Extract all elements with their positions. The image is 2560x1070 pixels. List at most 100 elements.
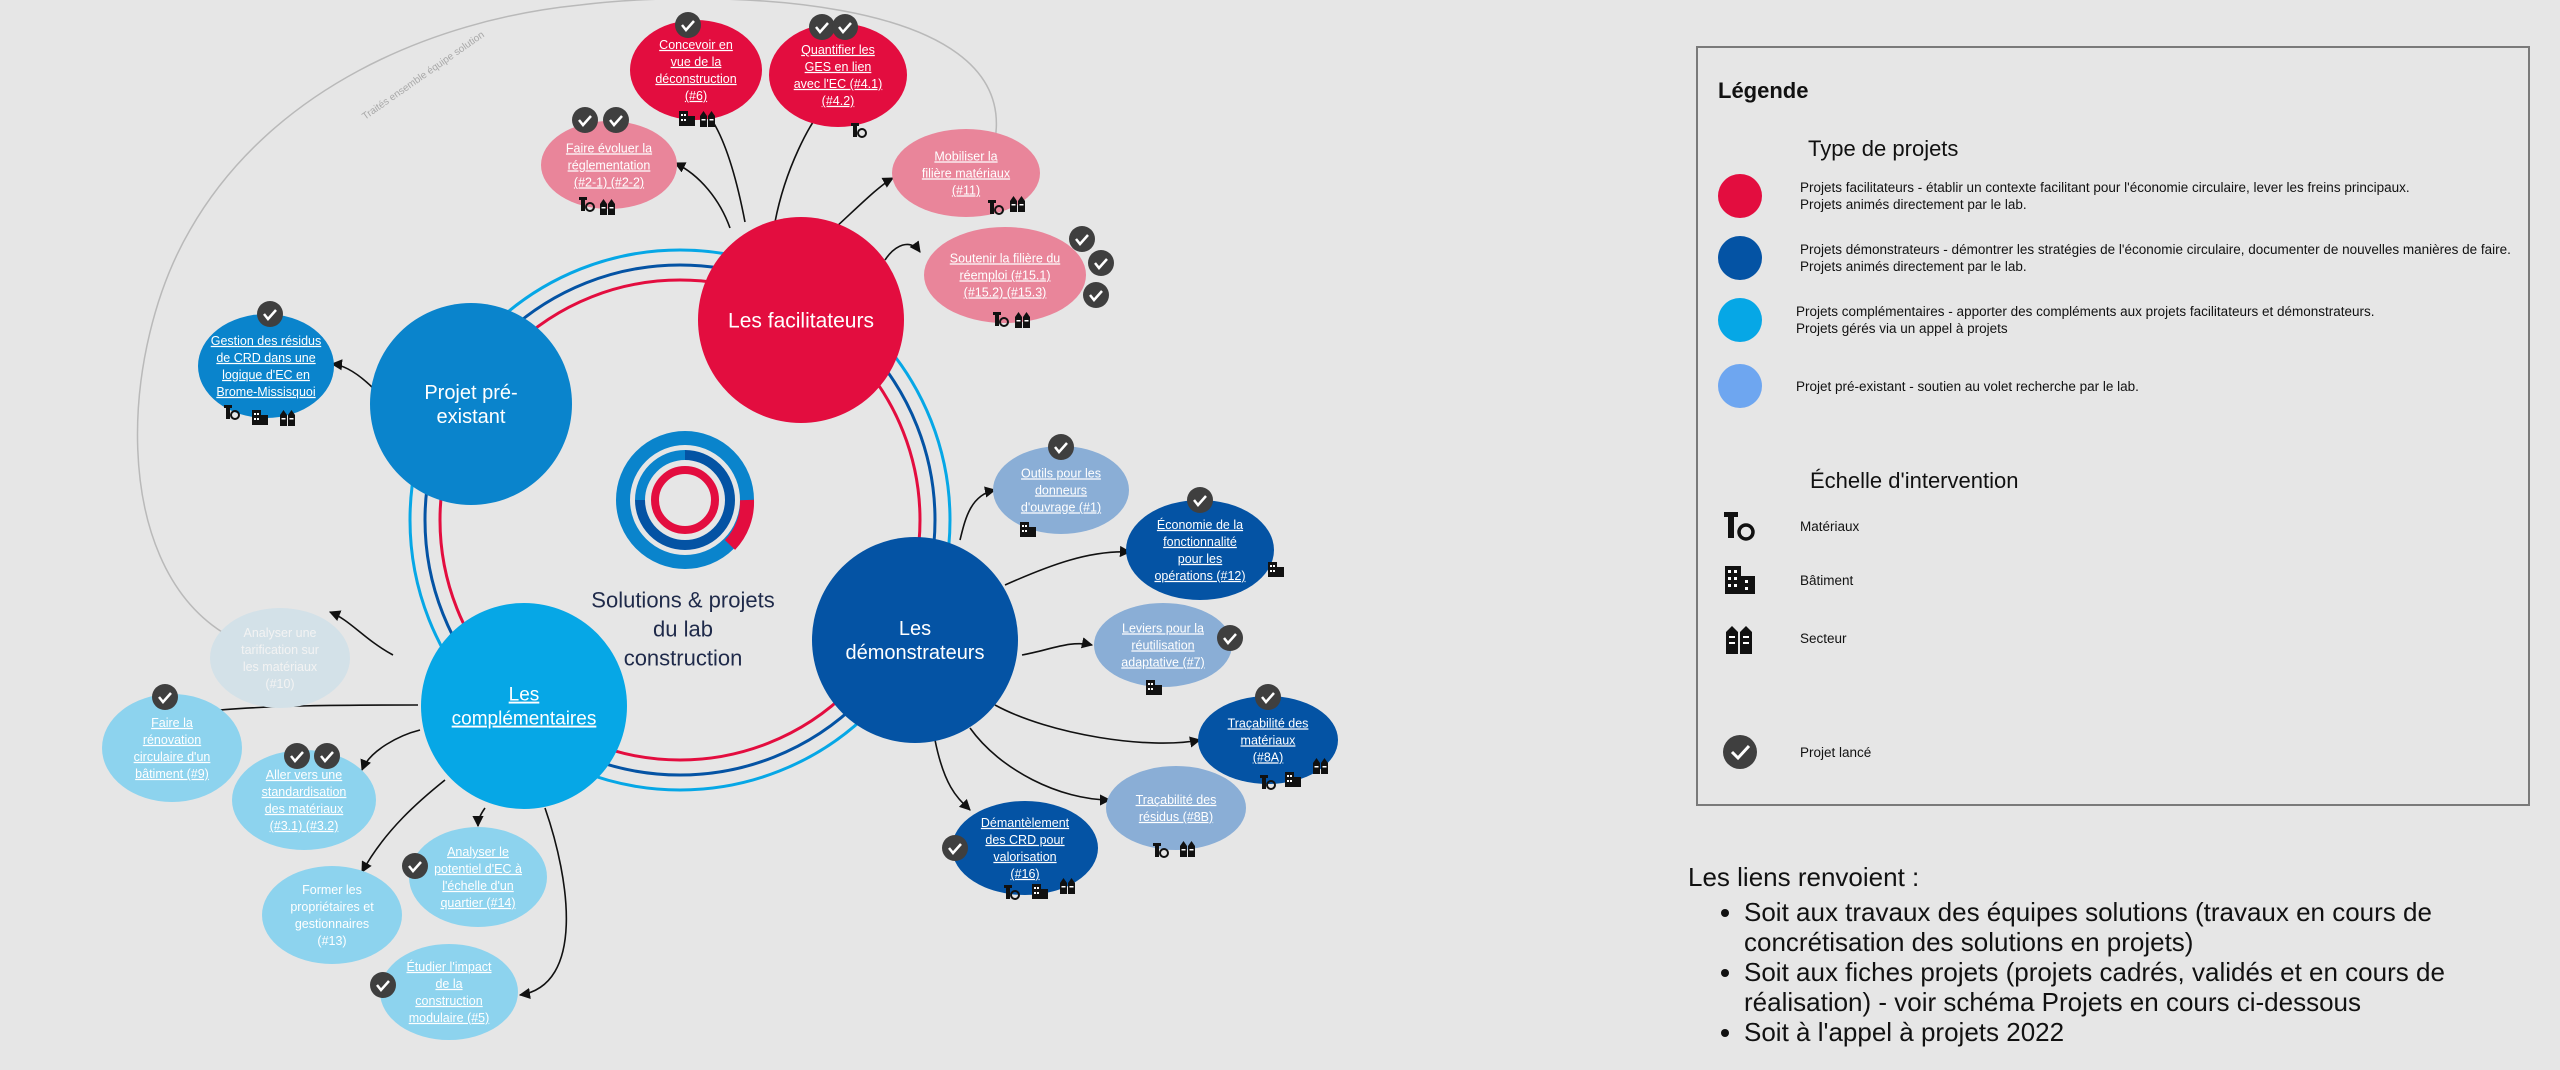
project-label: de CRD dans une [216, 351, 315, 365]
project-label: (#8A) [1253, 750, 1284, 764]
project-label: vue de la [671, 55, 722, 69]
check-icon [152, 684, 178, 710]
hub-circle [370, 303, 572, 505]
links-note-item: Soit aux fiches projets (projets cadrés,… [1744, 957, 2548, 1017]
materials-icon [579, 197, 595, 212]
project-label: fonctionnalité [1163, 535, 1237, 549]
building-icon [1268, 562, 1284, 577]
legend: Légende Type de projets Projets facilita… [1696, 46, 2530, 806]
project-label: (#13) [317, 934, 346, 948]
project-label: Aller vers une [266, 768, 342, 782]
project-bubble [952, 801, 1098, 895]
project-label: Traçabilité des [1228, 716, 1309, 730]
team-solution-arc [136, 0, 998, 633]
check-icon [675, 12, 701, 38]
legend-launched: Projet lancé [1718, 730, 1871, 774]
project-label: (#15.2) (#15.3) [964, 285, 1047, 299]
hub-preexistant[interactable]: Projet pré-existant [370, 303, 572, 505]
project-bubble [630, 20, 762, 120]
links-note-item: Soit à l'appel à projets 2022 [1744, 1017, 2548, 1047]
project-label: Brome-Missisquoi [216, 385, 315, 399]
legend-launched-label: Projet lancé [1800, 744, 1872, 760]
facilitateur-swatch [1718, 174, 1762, 218]
project-bubble [924, 227, 1086, 323]
projects-diagram: Traités ensemble équipe solution Les fac… [102, 0, 1338, 1040]
hub-facilitateurs[interactable]: Les facilitateurs [698, 217, 904, 423]
materials-icon [1153, 843, 1169, 858]
project-label: déconstruction [655, 72, 736, 86]
project-label: réglementation [568, 158, 651, 172]
hub-label: complémentaires [452, 709, 597, 730]
check-icon [603, 107, 629, 133]
hub-label: existant [437, 406, 506, 428]
project-bubble [1126, 500, 1274, 600]
legend-scale-sector: Secteur [1718, 616, 1847, 660]
sector-icon [700, 111, 715, 127]
project-label: rénovation [143, 733, 201, 747]
project-label: (#11) [952, 183, 980, 197]
project-label: d'ouvrage (#1) [1021, 500, 1101, 514]
check-icon [402, 853, 428, 879]
project-label: Faire la [151, 716, 193, 730]
project-label: des CRD pour [985, 833, 1064, 847]
project-label: Mobiliser la [934, 149, 997, 163]
legend-type-desc: Projets démonstrateurs - démontrer les s… [1800, 242, 2511, 257]
project-label: Analyser une [244, 626, 317, 640]
project-label: (#4.2) [822, 94, 855, 108]
project-label: opérations (#12) [1154, 569, 1245, 583]
project-label: GES en lien [805, 60, 872, 74]
rings [408, 248, 952, 792]
links-note-title: Les liens renvoient : [1688, 862, 1920, 892]
hub-circle [698, 217, 904, 423]
project-label: (#10) [265, 677, 294, 691]
project-label: les matériaux [243, 660, 318, 674]
project-label: Démantèlement [981, 816, 1070, 830]
check-icon [370, 972, 396, 998]
sector-icon [1718, 616, 1762, 660]
project-bubble [1106, 766, 1246, 850]
legend-scale-building: Bâtiment [1718, 558, 1853, 602]
building-icon [1032, 884, 1048, 899]
project-label: Soutenir la filière du [950, 251, 1061, 265]
team-solution-arc-label: Traités ensemble équipe solution [360, 29, 486, 122]
project-bubble [232, 750, 376, 850]
check-icon [832, 14, 858, 40]
materials-icon [851, 123, 867, 138]
legend-type-note: Projets animés directement par le lab. [1800, 259, 2027, 274]
project-label: modulaire (#5) [409, 1011, 490, 1025]
check-icon [1083, 282, 1109, 308]
legend-type-note: Projets animés directement par le lab. [1800, 197, 2027, 212]
building-icon [1285, 772, 1301, 787]
project-label: adaptative (#7) [1121, 655, 1204, 669]
hub-label: Projet pré- [424, 382, 517, 404]
project-bubble [198, 314, 334, 418]
project-bubble [210, 608, 350, 708]
legend-type-demonstrateur: Projets démonstrateurs - démontrer les s… [1718, 236, 2511, 280]
project-label: gestionnaires [295, 917, 369, 931]
legend-type-desc: Projets facilitateurs - établir un conte… [1800, 180, 2410, 195]
materials-icon [988, 200, 1004, 215]
check-icon [1718, 730, 1762, 774]
hub-label: démonstrateurs [846, 642, 985, 664]
legend-scale-label: Secteur [1800, 630, 1847, 646]
